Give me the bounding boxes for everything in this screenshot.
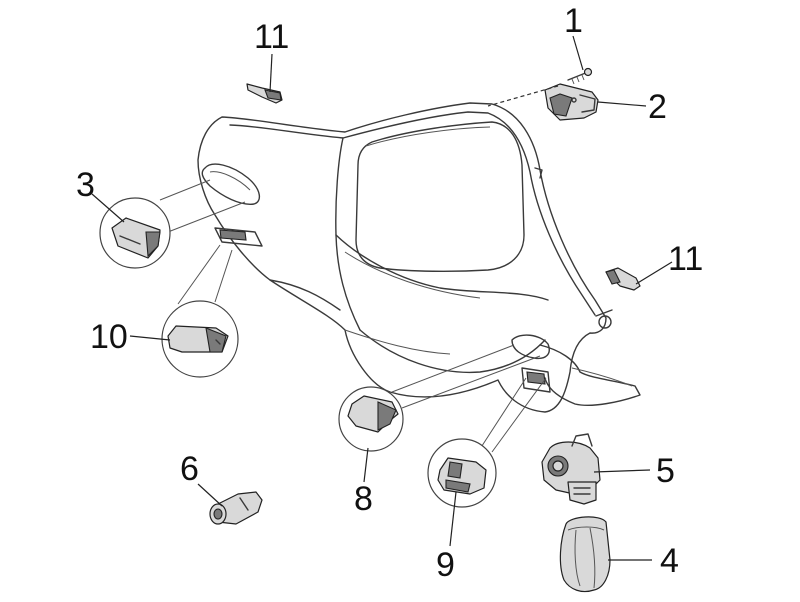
callout-2: 2 <box>648 88 667 126</box>
rear-shield-panel <box>197 102 641 413</box>
leader-lines <box>91 35 673 561</box>
detail-circle-9 <box>427 377 547 508</box>
callout-6: 6 <box>180 450 199 488</box>
callout-10: 10 <box>90 318 128 356</box>
callout-11-top: 11 <box>254 18 289 56</box>
part-lock-cylinder <box>209 491 263 525</box>
callout-5: 5 <box>656 452 675 490</box>
detail-circle-3 <box>99 179 246 269</box>
detail-circle-10 <box>161 244 239 378</box>
part-bracket <box>544 83 599 121</box>
part-rubber-cover <box>559 516 611 593</box>
assembly-line <box>487 85 559 107</box>
panel-opening-lower-right <box>511 334 551 393</box>
part-screw <box>567 67 593 85</box>
callout-11-right: 11 <box>668 240 703 278</box>
callout-4: 4 <box>660 542 679 580</box>
callout-labels: 1 2 3 4 5 6 8 9 10 11 11 <box>76 2 703 584</box>
part-ignition-switch <box>541 433 601 505</box>
callout-3: 3 <box>76 166 95 204</box>
callout-9: 9 <box>436 546 455 584</box>
detail-circle-8 <box>338 344 541 452</box>
callout-8: 8 <box>354 480 373 518</box>
panel-opening-upper-left <box>201 163 261 205</box>
panel-slot-lower-left <box>214 227 263 247</box>
callout-1: 1 <box>564 2 583 40</box>
part-pin-top <box>246 83 283 104</box>
part-pin-right <box>605 267 641 291</box>
